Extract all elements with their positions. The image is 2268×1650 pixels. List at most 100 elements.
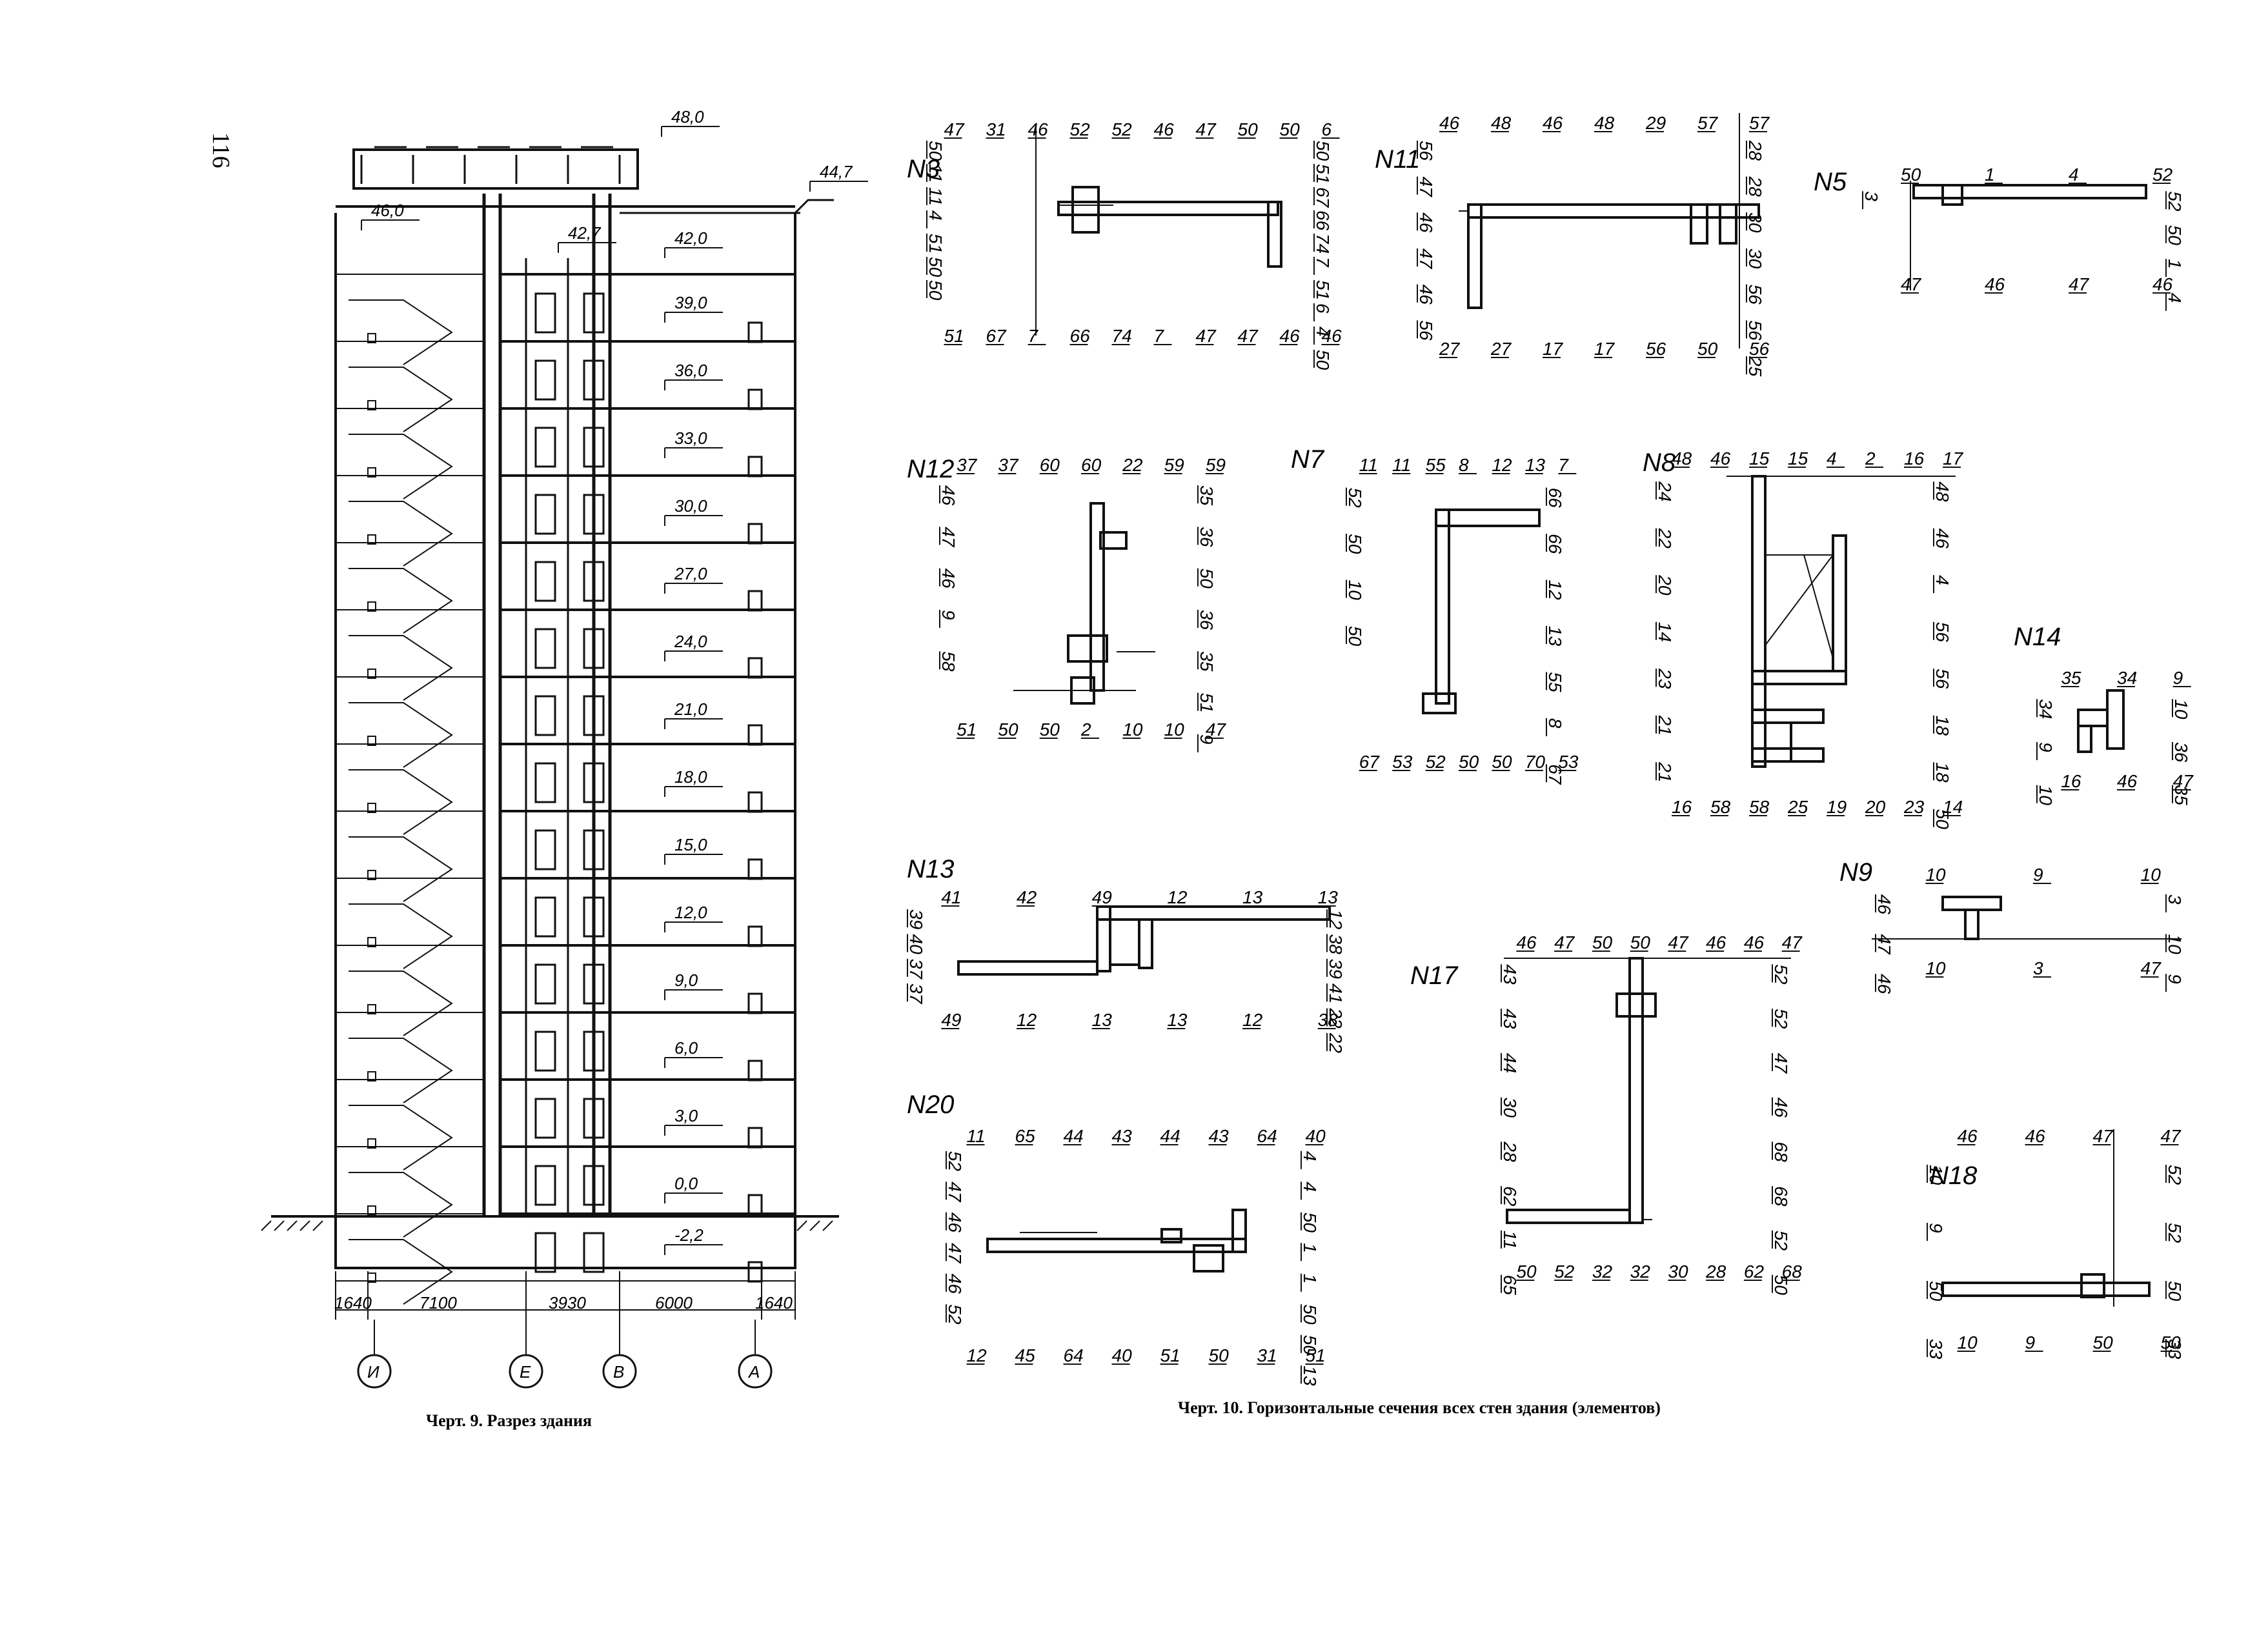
element-number: 55 — [1426, 455, 1446, 475]
element-number: 68 — [1782, 1262, 1803, 1282]
element-number: 56 — [1932, 669, 1952, 689]
element-number: 46 — [2152, 274, 2173, 294]
element-number: 46 — [1706, 932, 1726, 952]
element-number: 50 — [1459, 752, 1479, 772]
balcony-slab — [747, 1261, 763, 1283]
node-N13-sketch — [957, 905, 1331, 976]
element-number: 46 — [1154, 119, 1175, 139]
node-title: N5 — [1814, 168, 1847, 196]
balcony-slab — [747, 657, 763, 679]
element-number: 10 — [1925, 865, 1946, 885]
window — [583, 359, 605, 401]
stair-flight — [349, 299, 453, 365]
element-number: 34 — [2036, 699, 2056, 719]
element-number: 23 — [1655, 668, 1675, 689]
element-number: 50 — [1492, 752, 1512, 772]
element-number: 36 — [2171, 742, 2191, 763]
elevator-door — [534, 896, 556, 938]
element-number: 44 — [1064, 1126, 1084, 1146]
elevator-door — [534, 829, 556, 870]
level-mark: -2,2 — [674, 1225, 704, 1245]
element-number: 46 — [1771, 1098, 1791, 1118]
window — [583, 494, 605, 535]
element-number: 32 — [1630, 1262, 1651, 1282]
element-number: 47 — [2173, 771, 2194, 791]
element-number: 32 — [1592, 1262, 1613, 1282]
level-mark: 27,0 — [674, 564, 707, 583]
window — [583, 1031, 605, 1072]
element-number: 51 — [1313, 280, 1333, 300]
element-number: 10 — [1345, 580, 1365, 601]
element-number: 23 — [1903, 797, 1925, 817]
element-number: 52 — [1426, 752, 1446, 772]
element-number: 43 — [1112, 1126, 1133, 1146]
page-number: 116 — [207, 132, 234, 168]
element-number: 19 — [1827, 797, 1847, 817]
element-number: 16 — [1672, 797, 1692, 817]
element-number: 46 — [938, 568, 958, 589]
element-number: 50 — [926, 141, 946, 161]
element-number: 56 — [1932, 622, 1952, 643]
elevator-door — [534, 427, 556, 468]
node-title: N3 — [907, 155, 940, 183]
level-mark: 24,0 — [674, 632, 707, 651]
element-number: 66 — [1070, 326, 1091, 346]
element-number: 12 — [1167, 887, 1188, 907]
node-N8-sketch — [1726, 475, 1956, 768]
stair-flight — [349, 568, 453, 634]
element-number: 28 — [1745, 176, 1765, 197]
element-number: 28 — [1705, 1262, 1726, 1282]
element-number: 50 — [2165, 225, 2185, 246]
element-number: 6 — [1322, 119, 1332, 139]
element-number: 50 — [1209, 1345, 1230, 1365]
element-number: 4 — [2165, 293, 2185, 303]
element-number: 44 — [1500, 1053, 1520, 1073]
element-number: 60 — [1040, 455, 1060, 475]
element-number: 51 — [957, 719, 977, 739]
element-number: 52 — [2165, 1165, 2185, 1185]
element-number: 46 — [945, 1212, 965, 1233]
stair-landing — [367, 1138, 376, 1149]
elevator-door — [534, 1031, 556, 1072]
element-number: 4 — [2069, 165, 2079, 185]
element-number: 49 — [941, 1010, 961, 1030]
section-caption: Черт. 9. Разрез здания — [426, 1411, 592, 1430]
element-number: 47 — [1782, 932, 1803, 952]
element-number: 4 — [1300, 1182, 1320, 1192]
element-number: 48 — [1491, 113, 1512, 133]
level-mark: 30,0 — [674, 496, 707, 516]
balcony-slab — [747, 456, 763, 478]
elevator-door — [534, 695, 556, 736]
element-number: 53 — [1392, 752, 1413, 772]
stair-landing — [367, 937, 376, 947]
element-number: 62 — [1500, 1186, 1520, 1207]
axis-marker — [738, 1354, 773, 1389]
element-number: 46 — [1958, 1126, 1978, 1146]
level-mark: 18,0 — [674, 767, 707, 787]
stair-landing — [367, 1071, 376, 1082]
window — [583, 762, 605, 803]
element-number: 4 — [1313, 327, 1333, 337]
axis-label: А — [747, 1362, 760, 1382]
stair-flight — [349, 501, 453, 567]
element-number: 16 — [1904, 448, 1925, 468]
element-number: 50 — [1771, 1275, 1791, 1296]
element-number: 56 — [1646, 339, 1666, 359]
element-number: 9 — [2036, 742, 2056, 752]
element-number: 18 — [1932, 716, 1952, 736]
element-number: 74 — [1112, 326, 1132, 346]
element-number: 11 — [1500, 1231, 1520, 1249]
node-title: N20 — [907, 1091, 954, 1119]
element-number: 46 — [2117, 771, 2138, 791]
element-number: 13 — [1242, 887, 1263, 907]
window — [583, 1165, 605, 1206]
span-label: 6000 — [655, 1293, 693, 1313]
element-number: 67 — [1313, 187, 1333, 208]
elevator-door — [534, 359, 556, 401]
element-number: 12 — [1326, 909, 1346, 930]
element-number: 22 — [1326, 1032, 1346, 1054]
element-number: 1 — [1985, 165, 1995, 185]
element-number: 46 — [1416, 212, 1436, 233]
element-number: 57 — [1749, 113, 1770, 133]
element-number: 34 — [2117, 668, 2137, 688]
